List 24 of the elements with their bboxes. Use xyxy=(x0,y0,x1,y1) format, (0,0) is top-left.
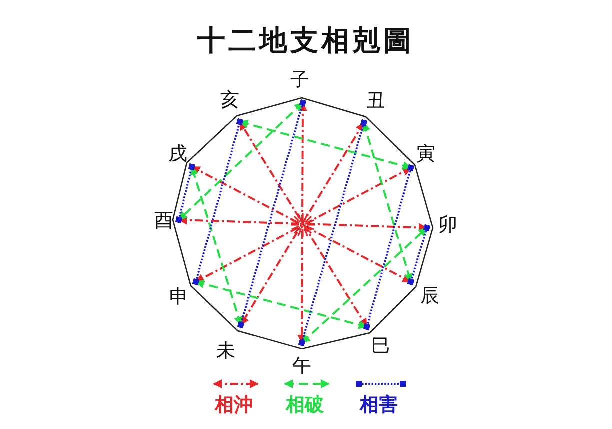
connector-line xyxy=(178,102,304,221)
branch-label: 未 xyxy=(214,339,238,363)
legend-text: 相破 xyxy=(286,393,324,418)
branch-label: 卯 xyxy=(436,213,460,237)
connector-line xyxy=(175,163,196,224)
legend-text: 相沖 xyxy=(215,393,253,418)
connector-line xyxy=(237,99,307,329)
connector-line xyxy=(192,118,244,286)
branch-label: 寅 xyxy=(414,142,438,166)
branch-label: 辰 xyxy=(418,284,442,308)
branch-label: 丑 xyxy=(364,89,388,113)
connector-line xyxy=(363,164,415,331)
legend-text: 相害 xyxy=(360,393,398,418)
connector-line xyxy=(301,227,428,344)
connector-line xyxy=(298,119,368,347)
branch-label: 亥 xyxy=(218,88,242,112)
connector-line xyxy=(407,224,431,286)
branch-label: 申 xyxy=(167,285,191,309)
branch-label: 子 xyxy=(288,68,312,92)
branch-label: 午 xyxy=(290,354,314,378)
diagram-title: 十二地支相剋圖 xyxy=(196,23,416,59)
branch-label: 酉 xyxy=(152,209,176,233)
branch-label: 戌 xyxy=(166,142,190,166)
branch-label: 巳 xyxy=(369,334,393,358)
